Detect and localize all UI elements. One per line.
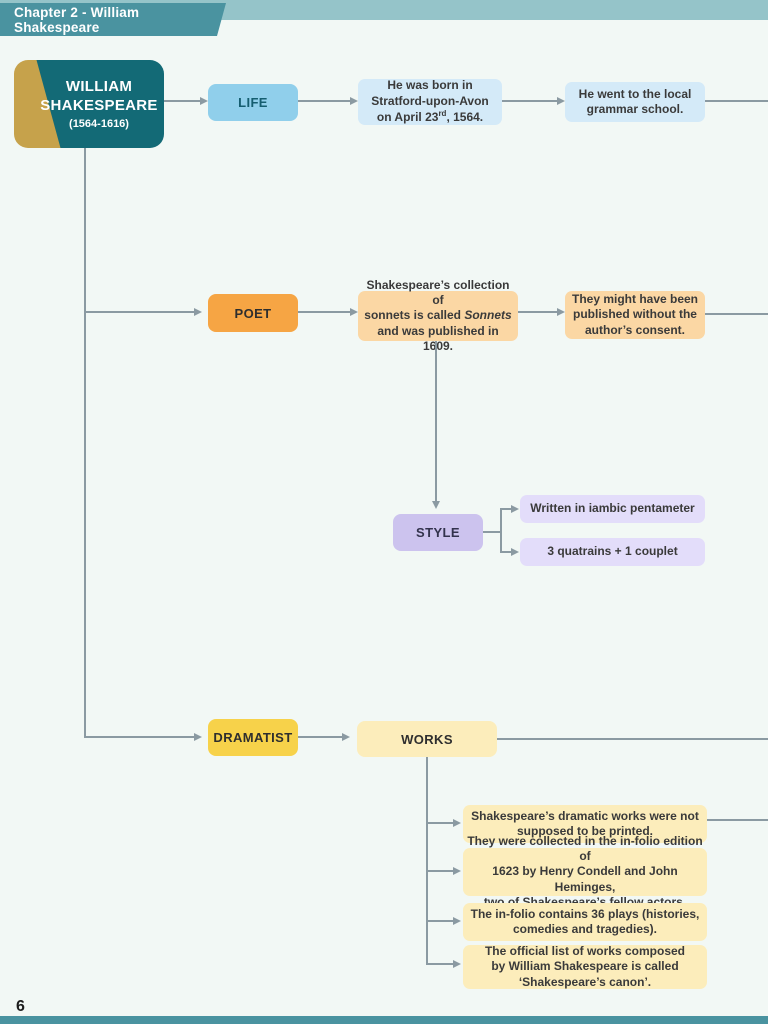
- note-school-line1: He went to the local: [578, 86, 692, 101]
- note4-line2: by William Shakespeare is called: [491, 959, 679, 974]
- connector-trunk-to-dramatist: [84, 736, 194, 738]
- arrowhead-works: [342, 733, 350, 741]
- node-style-label: STYLE: [416, 525, 460, 540]
- note3-line2: comedies and tragedies).: [512, 922, 658, 936]
- connector-poet-to-sonnets: [298, 311, 350, 313]
- connector-school-to-edge: [705, 100, 768, 102]
- connector-dramatist-to-works: [298, 736, 342, 738]
- root-name-line2: SHAKESPEARE: [40, 96, 158, 114]
- node-works-label: WORKS: [401, 731, 453, 747]
- node-life: LIFE: [208, 84, 298, 121]
- node-poet: POET: [208, 294, 298, 332]
- connector-life-to-birth: [298, 100, 350, 102]
- note-in-folio-1623: They were collected in the in-folio edit…: [463, 834, 707, 909]
- connector-note1-to-edge: [707, 819, 768, 821]
- connector-works-to-edge: [497, 738, 768, 740]
- note-iambic-pentameter: Written in iambic pentameter: [520, 495, 705, 523]
- arrowhead-birth: [350, 97, 358, 105]
- root-node-background: [36, 60, 164, 148]
- arrowhead-poet: [194, 308, 202, 316]
- node-dramatist: DRAMATIST: [208, 719, 298, 756]
- connector-style-to-quatrains: [501, 551, 512, 553]
- chapter-banner: Chapter 2 - William Shakespeare: [0, 3, 226, 36]
- page-number: 6: [16, 998, 25, 1015]
- arrowhead-sonnets: [350, 308, 358, 316]
- note-school: He went to the local grammar school.: [565, 82, 705, 122]
- note-birth: He was born in Stratford-upon-Avon on Ap…: [358, 78, 502, 125]
- note-consent-line3: author’s consent.: [584, 322, 685, 337]
- note-sonnets: Shakespeare’s collection of sonnets is c…: [358, 278, 518, 353]
- arrowhead-quatrains: [511, 548, 519, 556]
- node-works: WORKS: [357, 721, 497, 757]
- node-poet-label: POET: [234, 305, 272, 321]
- arrowhead-iambic: [511, 505, 519, 513]
- root-years: (1564-1616): [69, 118, 129, 131]
- note-consent: They might have been published without t…: [565, 291, 705, 339]
- root-node-william-shakespeare: WILLIAM SHAKESPEARE (1564-1616): [14, 60, 164, 148]
- connector-trunk-to-poet: [84, 311, 194, 313]
- note-36-plays: The in-folio contains 36 plays (historie…: [463, 903, 707, 941]
- note1-line2: supposed to be printed.: [516, 824, 653, 838]
- note-not-printed: Shakespeare’s dramatic works were not su…: [463, 805, 707, 843]
- arrowhead-life: [200, 97, 208, 105]
- connector-birth-to-school: [502, 100, 557, 102]
- node-life-label: LIFE: [238, 95, 268, 110]
- connector-to-note4: [426, 963, 453, 965]
- root-node-text: WILLIAM SHAKESPEARE (1564-1616): [14, 60, 164, 148]
- arrowhead-note4: [453, 960, 461, 968]
- note-school-line2: grammar school.: [586, 102, 684, 116]
- note-birth-line3: on April 23rd, 1564.: [376, 109, 484, 125]
- note4-line1: The official list of works composed: [484, 943, 686, 958]
- connector-consent-to-edge: [705, 313, 768, 315]
- connector-style-split: [500, 508, 502, 553]
- connector-style-to-iambic: [501, 508, 512, 510]
- note-quatrains-text: 3 quatrains + 1 couplet: [547, 544, 678, 559]
- chapter-title: Chapter 2 - William Shakespeare: [14, 4, 140, 35]
- note4-line3: ‘Shakespeare’s canon’.: [518, 974, 652, 989]
- note-consent-line2: published without the: [573, 307, 697, 322]
- note-birth-line1: He was born in: [387, 78, 473, 93]
- connector-sonnets-to-style: [435, 341, 437, 501]
- arrowhead-note1: [453, 819, 461, 827]
- connector-to-note3: [426, 920, 453, 922]
- connector-works-trunk: [426, 757, 428, 964]
- note-iambic-text: Written in iambic pentameter: [530, 501, 695, 516]
- note2-line2: 1623 by Henry Condell and John Heminges,: [492, 864, 678, 894]
- note-shakespeares-canon: The official list of works composed by W…: [463, 943, 707, 989]
- note-sonnets-line1: Shakespeare’s collection of: [366, 277, 510, 307]
- node-style: STYLE: [393, 514, 483, 551]
- arrowhead-style: [432, 501, 440, 509]
- note1-line1: Shakespeare’s dramatic works were not: [471, 808, 699, 823]
- footer-strip: [0, 1016, 768, 1024]
- note-birth-line2: Stratford-upon-Avon: [371, 93, 489, 108]
- arrowhead-consent: [557, 308, 565, 316]
- connector-trunk: [84, 148, 86, 738]
- arrowhead-note3: [453, 917, 461, 925]
- node-dramatist-label: DRAMATIST: [213, 730, 293, 745]
- arrowhead-school: [557, 97, 565, 105]
- root-name-line1: WILLIAM: [65, 77, 133, 95]
- connector-style-stub: [483, 531, 501, 533]
- note-consent-line1: They might have been: [571, 291, 699, 306]
- note-sonnets-line2: sonnets is called Sonnets: [364, 308, 512, 323]
- note-quatrains-couplet: 3 quatrains + 1 couplet: [520, 538, 705, 566]
- arrowhead-dramatist: [194, 733, 202, 741]
- note2-line1: They were collected in the in-folio edit…: [467, 833, 703, 863]
- note3-line1: The in-folio contains 36 plays (historie…: [470, 906, 700, 921]
- connector-to-note2: [426, 870, 453, 872]
- connector-root-to-life: [164, 100, 200, 102]
- connector-sonnets-to-consent: [518, 311, 557, 313]
- note-sonnets-line3: and was published in 1609.: [377, 323, 499, 354]
- connector-to-note1: [426, 822, 453, 824]
- arrowhead-note2: [453, 867, 461, 875]
